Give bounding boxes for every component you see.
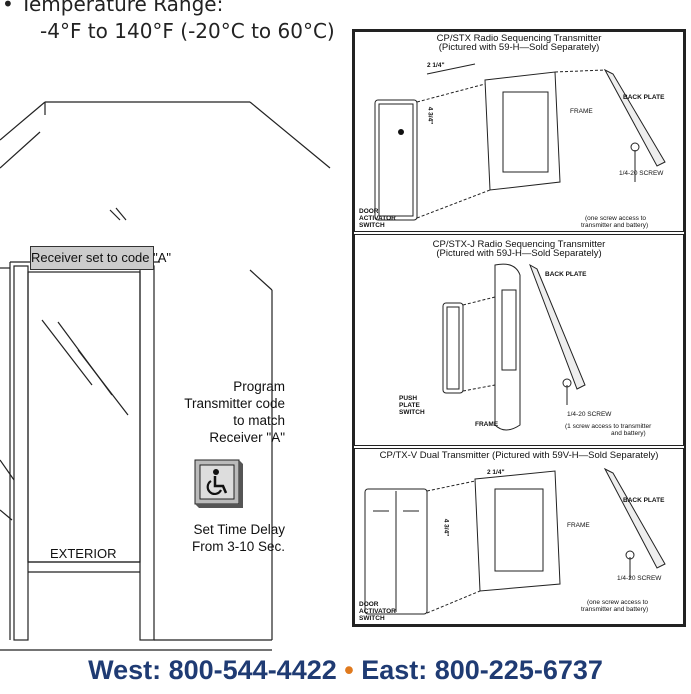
temperature-range-label: • Temperature Range: xyxy=(2,0,224,16)
panel-cp-stx-j: CP/STX-J Radio Sequencing Transmitter (P… xyxy=(354,234,684,446)
cp-tx-v-note-2: transmitter and battery) xyxy=(581,606,649,613)
cp-tx-v-switch-1: DOOR xyxy=(359,601,379,608)
cp-stx-j-switch-3: SWITCH xyxy=(399,409,425,416)
cp-stx-screw: 1/4-20 SCREW xyxy=(619,170,664,177)
panel-cp-tx-v: CP/TX-V Dual Transmitter (Pictured with … xyxy=(354,448,684,625)
contact-phone-numbers: West: 800-544-4422 • East: 800-225-6737 xyxy=(0,655,691,686)
exterior-label: EXTERIOR xyxy=(50,546,117,561)
cp-stx-note-1: (one screw access to xyxy=(585,215,647,222)
cp-stx-switch-3: SWITCH xyxy=(359,222,385,229)
cp-tx-v-title: CP/TX-V Dual Transmitter (Pictured with … xyxy=(379,450,659,461)
cp-stx-back-plate: BACK PLATE xyxy=(623,94,665,101)
time-delay-instruction: Set Time Delay From 3-10 Sec. xyxy=(191,522,285,554)
cp-stx-j-screw: 1/4-20 SCREW xyxy=(567,411,612,418)
cp-tx-v-diagram xyxy=(364,467,666,615)
door-line-art xyxy=(0,101,331,651)
cp-tx-v-frame: FRAME xyxy=(567,522,590,529)
cp-stx-dim-height: 4 3/4" xyxy=(426,106,434,125)
cp-tx-v-screw: 1/4-20 SCREW xyxy=(617,575,662,582)
cp-stx-title-1: CP/STX Radio Sequencing Transmitter xyxy=(436,33,602,44)
product-panels-frame xyxy=(352,29,686,627)
cp-tx-v-note-1: (one screw access to xyxy=(587,599,649,606)
phone-separator: • xyxy=(336,655,362,685)
cp-stx-diagram xyxy=(374,63,666,221)
cp-tx-v-switch-2: ACTIVATOR xyxy=(359,608,396,615)
cp-stx-j-back-plate: BACK PLATE xyxy=(545,271,587,278)
temperature-range-value: -4°F to 140°F (-20°C to 60°C) xyxy=(40,19,335,43)
cp-stx-j-note-2: and battery) xyxy=(611,430,646,437)
cp-stx-j-title-2: (Pictured with 59J-H—Sold Separately) xyxy=(436,248,602,259)
program-instruction: Program Transmitter code to match Receiv… xyxy=(184,379,285,445)
cp-stx-note-2: transmitter and battery) xyxy=(581,222,649,229)
west-phone: West: 800-544-4422 xyxy=(88,655,337,685)
cp-stx-switch-2: ACTIVATOR xyxy=(359,215,396,222)
east-phone: East: 800-225-6737 xyxy=(361,655,603,685)
cp-stx-j-frame: FRAME xyxy=(475,421,499,428)
cp-stx-j-title-1: CP/STX-J Radio Sequencing Transmitter xyxy=(432,239,606,250)
cp-stx-j-note-1: (1 screw access to transmitter xyxy=(565,423,652,430)
door-scene: Receiver set to code "A" EXTERIOR xyxy=(0,40,340,655)
panel-cp-stx: CP/STX Radio Sequencing Transmitter (Pic… xyxy=(354,31,684,232)
cp-stx-j-switch-2: PLATE xyxy=(399,402,420,409)
cp-tx-v-switch-3: SWITCH xyxy=(359,615,385,622)
cp-stx-dim-width: 2 1/4" xyxy=(427,62,445,69)
cp-stx-j-diagram xyxy=(442,263,586,431)
cp-tx-v-back-plate: BACK PLATE xyxy=(623,497,665,504)
cp-tx-v-dim-height: 4 3/4" xyxy=(442,518,450,537)
accessibility-icon xyxy=(194,459,243,508)
cp-stx-frame: FRAME xyxy=(570,108,593,115)
receiver-code-label: Receiver set to code "A" xyxy=(30,246,171,270)
cp-stx-j-switch-1: PUSH xyxy=(399,395,418,402)
cp-stx-switch-1: DOOR xyxy=(359,208,379,215)
wall-push-button xyxy=(194,459,244,509)
cp-stx-title-2: (Pictured with 59-H—Sold Separately) xyxy=(438,42,600,53)
cp-tx-v-dim-width: 2 1/4" xyxy=(487,469,505,476)
